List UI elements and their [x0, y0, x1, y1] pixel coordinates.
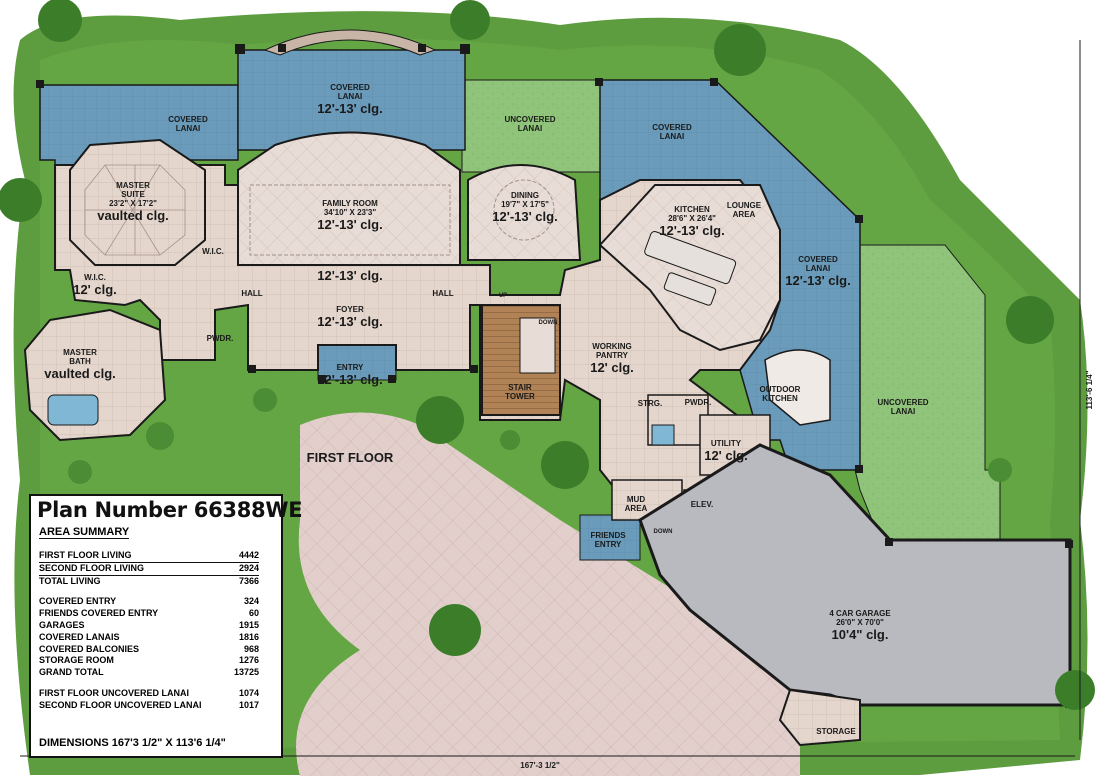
summary-row: GRAND TOTAL 13725	[39, 667, 259, 679]
summary-row-value: 968	[243, 643, 259, 654]
room-label-strg: STRG.	[638, 399, 662, 408]
room-label-hall-left: HALL	[241, 289, 262, 298]
storage-floor	[778, 688, 861, 747]
dining-circle	[493, 179, 555, 241]
summary-row-label: TOTAL LIVING	[39, 575, 101, 586]
summary-gap	[39, 587, 259, 596]
room-label-elev: ELEV.	[691, 500, 713, 509]
stair-up-label: UP	[499, 293, 507, 299]
room-label-pwdr-left: PWDR.	[207, 334, 234, 343]
summary-row: FIRST FLOOR UNCOVERED LANAI 1074	[39, 688, 259, 700]
summary-row-label: FIRST FLOOR UNCOVERED LANAI	[39, 687, 189, 698]
summary-row-label: GRAND TOTAL	[39, 667, 104, 678]
summary-row-label: COVERED BALCONIES	[39, 643, 140, 654]
room-label-wic-left: W.I.C.12' clg.	[73, 273, 117, 297]
master-suite-ceiling	[84, 164, 186, 256]
summary-row-label: SECOND FLOOR LIVING	[39, 562, 145, 573]
summary-row-label: FIRST FLOOR LIVING	[39, 550, 132, 560]
room-label-hall-right: HALL	[432, 289, 453, 298]
summary-row-value: 1276	[238, 655, 259, 666]
summary-row-value: 7366	[238, 575, 259, 586]
plantings	[0, 0, 1095, 710]
dim-width-label: 167'-3 1/2"	[520, 761, 560, 770]
summary-row-value: 60	[248, 608, 259, 619]
uncovered-lanai-top	[461, 79, 603, 173]
summary-row: COVERED LANAIS 1816	[39, 632, 259, 644]
summary-row-label: COVERED LANAIS	[39, 631, 120, 642]
summary-row: SECOND FLOOR LIVING 2924	[39, 563, 259, 576]
summary-row: TOTAL LIVING 7366	[39, 576, 259, 588]
plan-number-title: Plan Number 66388WE	[37, 498, 303, 522]
summary-row-label: SECOND FLOOR UNCOVERED LANAI	[39, 699, 202, 710]
summary-row: COVERED BALCONIES 968	[39, 644, 259, 656]
room-label-gallery: 12'-13' clg.	[317, 268, 382, 283]
family-room-floor	[237, 131, 461, 266]
garage-floor	[638, 443, 1072, 707]
shower-box	[651, 424, 675, 446]
summary-row-value: 4442	[238, 550, 259, 560]
dimensions-label: DIMENSIONS 167'3 1/2" X 113'6 1/4"	[39, 737, 226, 749]
area-summary-panel: Plan Number 66388WE AREA SUMMARY FIRST F…	[29, 494, 303, 758]
dim-depth-label: 113'-6 1/4"	[1085, 370, 1094, 409]
summary-row-value: 1074	[238, 687, 259, 698]
driveway	[296, 412, 800, 776]
summary-row-value: 2924	[238, 562, 259, 573]
summary-row-value: 324	[243, 596, 259, 607]
summary-row: STORAGE ROOM 1276	[39, 655, 259, 667]
tub	[47, 394, 99, 426]
outdoor-kitchen-counter	[764, 349, 831, 426]
summary-row-value: 13725	[233, 667, 259, 678]
summary-row: FIRST FLOOR LIVING 4442	[39, 550, 259, 563]
summary-row: FRIENDS COVERED ENTRY 60	[39, 608, 259, 620]
garage-down-label: DOWN	[654, 529, 673, 535]
kitchen-island	[644, 231, 737, 306]
stair-landing	[519, 317, 556, 374]
summary-gap	[39, 679, 259, 688]
summary-row: SECOND FLOOR UNCOVERED LANAI 1017	[39, 700, 259, 712]
summary-row-label: GARAGES	[39, 619, 85, 630]
summary-row-value: 1816	[238, 631, 259, 642]
room-label-pwdr-right: PWDR.	[685, 398, 712, 407]
summary-row: COVERED ENTRY 324	[39, 596, 259, 608]
summary-row-label: FRIENDS COVERED ENTRY	[39, 608, 159, 619]
floor-label: FIRST FLOOR	[307, 450, 394, 465]
room-label-wic-right: W.I.C.	[202, 247, 224, 256]
terrace-arc	[263, 29, 437, 56]
stair-down-label: DOWN	[539, 320, 558, 326]
area-summary-subtitle: AREA SUMMARY	[39, 526, 130, 539]
summary-row: GARAGES 1915	[39, 620, 259, 632]
summary-row-label: COVERED ENTRY	[39, 596, 117, 607]
summary-row-value: 1017	[238, 699, 259, 710]
summary-row-value: 1915	[238, 619, 259, 630]
dining-floor	[467, 164, 582, 261]
family-room-rug	[249, 184, 451, 256]
uncovered-lanai-east	[854, 244, 1001, 541]
room-label-storage: STORAGE	[816, 727, 856, 736]
summary-row-label: STORAGE ROOM	[39, 655, 114, 666]
